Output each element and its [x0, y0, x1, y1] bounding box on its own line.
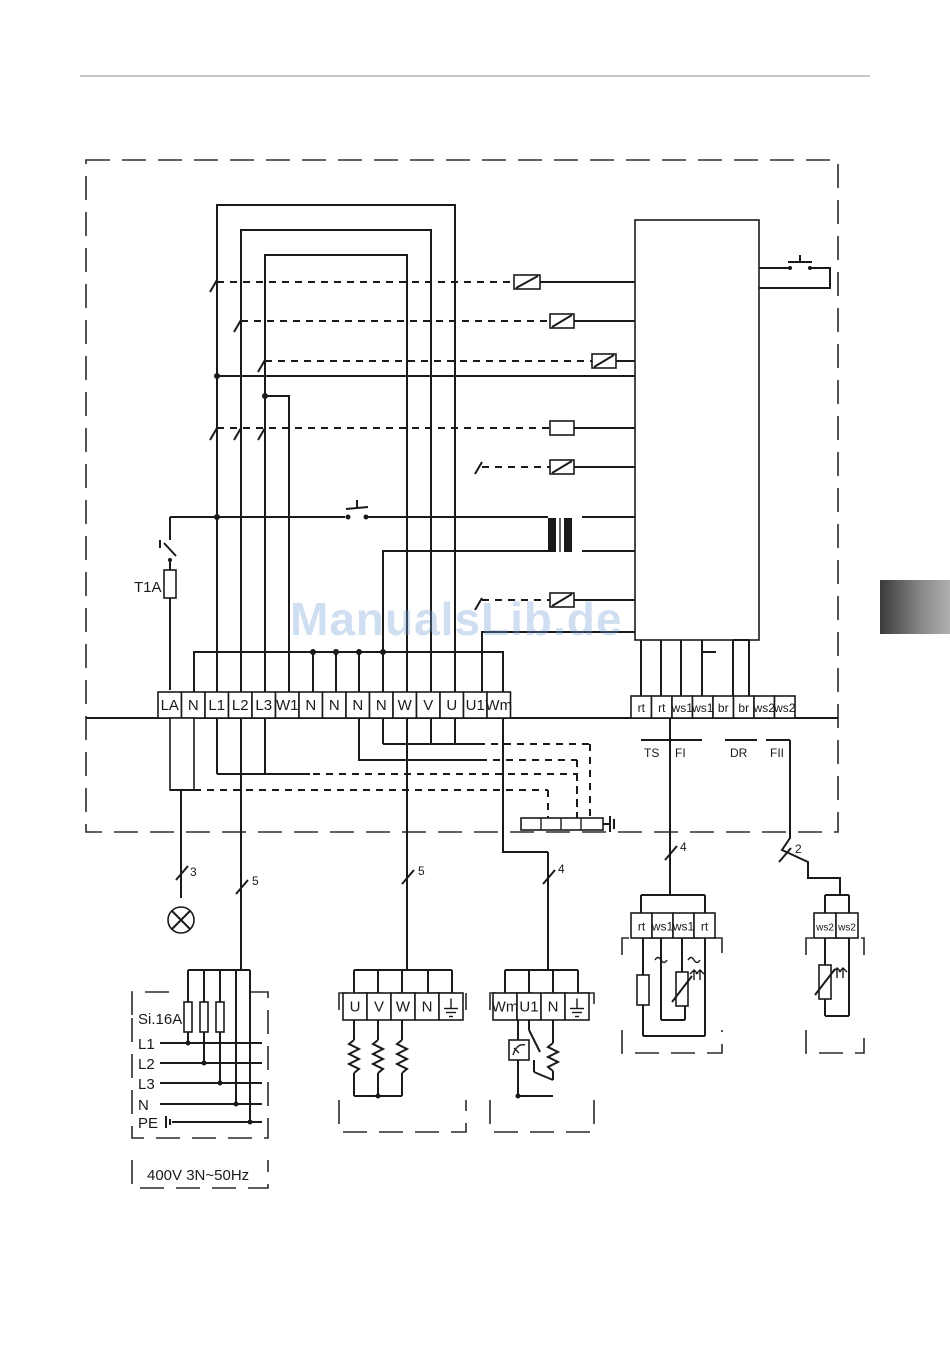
- watermark: ManualsLib.de: [290, 592, 622, 646]
- cable-count-sensor2: 2: [795, 842, 802, 856]
- main-terminal-label: N: [329, 697, 340, 714]
- supply-fuse-label: Si.16A: [138, 1011, 182, 1028]
- main-terminal-label: W: [398, 697, 413, 714]
- main-terminal-label: N: [376, 697, 387, 714]
- sensor-label-fii: FII: [770, 746, 784, 760]
- supply-voltage: 400V 3N~50Hz: [147, 1167, 249, 1184]
- sensor1-terminal-label: rt: [638, 920, 646, 934]
- fan-terminal-label: N: [548, 999, 559, 1016]
- sensor-terminal-label: ws2: [773, 701, 796, 715]
- cable-count-sensor1: 4: [680, 840, 687, 854]
- cable-count-fan: 4: [558, 862, 565, 876]
- fan-terminal-label: U1: [519, 999, 538, 1016]
- supply-line-l2: L2: [138, 1056, 155, 1073]
- sensor-terminal-label: rt: [638, 701, 646, 715]
- fuse-branch: [160, 517, 176, 690]
- sensor-terminal-label: ws2: [753, 701, 776, 715]
- main-terminal-label: W1: [276, 697, 299, 714]
- main-terminal-label: Wm: [485, 697, 512, 714]
- sensor-terminal-label: br: [718, 701, 729, 715]
- sensor-label-ts: TS: [644, 746, 659, 760]
- fan-terminal-label: Wm: [492, 999, 519, 1016]
- motor-terminal-label: U: [350, 999, 361, 1016]
- supply-line-l1: L1: [138, 1036, 155, 1053]
- main-terminal-label: L1: [208, 697, 225, 714]
- motor-terminal-label: W: [396, 999, 411, 1016]
- control-unit: [635, 220, 759, 640]
- supply-line-pe: PE: [138, 1115, 158, 1132]
- sensor-terminal-label: ws1: [671, 701, 694, 715]
- sensor-label-fi: FI: [675, 746, 686, 760]
- sensor2-terminal-label: ws2: [837, 923, 856, 934]
- main-terminal-label: U: [446, 697, 457, 714]
- main-terminal-label: L3: [255, 697, 272, 714]
- supply-line-n: N: [138, 1097, 149, 1114]
- control-leads: [641, 640, 749, 696]
- signal-lamp-icon: [168, 907, 194, 933]
- sensor-label-dr: DR: [730, 746, 748, 760]
- sensor-terminal-label: ws1: [691, 701, 714, 715]
- motor-terminal-label: V: [374, 999, 384, 1016]
- coils: [514, 275, 616, 607]
- main-terminal-label: N: [188, 697, 199, 714]
- main-terminal-label: U1: [466, 697, 485, 714]
- fuse-label: T1A: [134, 579, 162, 596]
- sensor-terminal-label: rt: [658, 701, 666, 715]
- sensor1-terminal-label: rt: [701, 920, 709, 934]
- motor-terminal-label: N: [422, 999, 433, 1016]
- main-terminal-label: L2: [232, 697, 249, 714]
- sensor2-terminal-label: ws2: [815, 923, 834, 934]
- cable-count-lamp: 3: [190, 865, 197, 879]
- main-terminal-label: N: [305, 697, 316, 714]
- cable-count-supply: 5: [252, 874, 259, 888]
- cable-count-motor: 5: [418, 864, 425, 878]
- sensor1-terminal-label: ws1: [672, 920, 695, 934]
- main-terminal-label: LA: [161, 697, 179, 714]
- pushbutton: [346, 500, 369, 520]
- transformer: [548, 518, 572, 552]
- sensor-terminal-label: br: [738, 701, 749, 715]
- sensor-group-labels: TS FI DR FII: [641, 740, 790, 760]
- supply-line-l3: L3: [138, 1076, 155, 1093]
- sensor1-terminal-label: ws1: [651, 920, 674, 934]
- main-terminal-label: V: [423, 697, 433, 714]
- main-terminal-label: N: [352, 697, 363, 714]
- door-switch: [759, 255, 830, 288]
